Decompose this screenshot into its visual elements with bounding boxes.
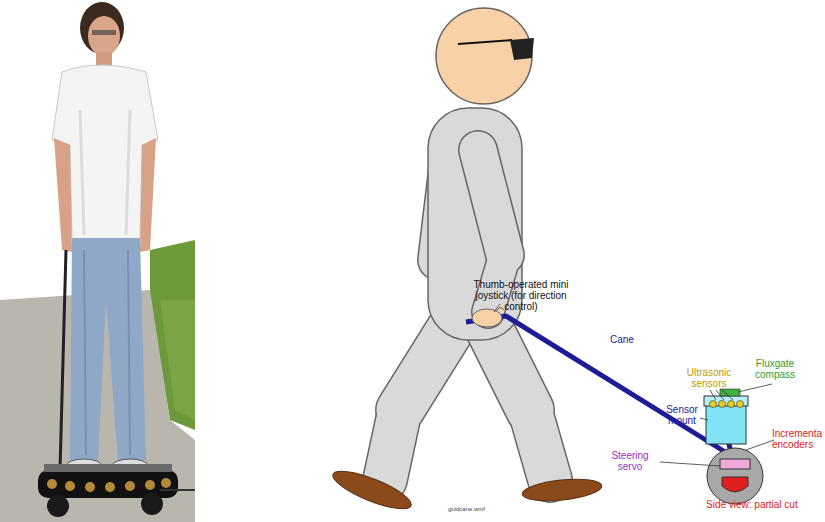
part-label: Fluxgate compass xyxy=(748,358,802,380)
part-label: Incrementa encoders xyxy=(772,428,825,450)
part-label: Sensor mount xyxy=(660,404,704,426)
photo xyxy=(0,0,195,522)
part-label: Steering servo xyxy=(602,450,658,472)
part-label: guidcane.wmf xyxy=(448,506,508,513)
part-label: Cane xyxy=(610,334,650,345)
part-label: Side view: partial cut xyxy=(706,499,825,510)
part-label: Thumb-operated mini joystick (for direct… xyxy=(462,279,580,312)
part-label: Ultrasonic sensors xyxy=(680,367,738,389)
